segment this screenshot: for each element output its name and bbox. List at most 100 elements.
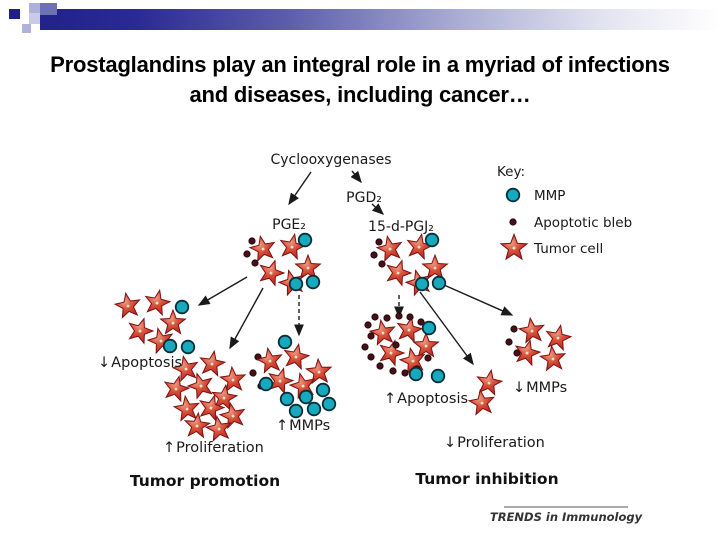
effect-label: Apoptosis xyxy=(111,355,182,371)
deco-square xyxy=(22,24,31,33)
mmp-icon xyxy=(505,187,521,203)
inhibition-proliferation-cluster xyxy=(467,367,504,416)
mmp-icon xyxy=(297,232,313,248)
pgj2-cluster xyxy=(370,231,448,297)
pge2-cluster xyxy=(243,231,321,297)
apoptotic-bleb-icon xyxy=(406,313,414,321)
decrease-arrow-icon: ↓ xyxy=(513,380,525,396)
slide-title: Prostaglandins play an integral role in … xyxy=(0,50,720,110)
outcome-tumor-promotion: Tumor promotion xyxy=(130,472,280,490)
deco-square xyxy=(29,3,40,13)
increase-arrow-icon: ↑ xyxy=(163,440,175,456)
legend-bleb-label: Apoptotic bleb xyxy=(534,215,632,231)
deco-square xyxy=(9,9,20,19)
tumor-cell-icon xyxy=(474,367,504,396)
tumor-cell-icon xyxy=(543,322,574,352)
mmp-icon xyxy=(424,232,440,248)
mmp-icon xyxy=(277,334,293,350)
journal-credit: TRENDS in Immunology xyxy=(490,510,643,524)
apoptotic-bleb-icon xyxy=(510,325,518,333)
tumor-cell-icon xyxy=(413,332,439,357)
mmp-icon xyxy=(315,382,331,398)
node-pge2: PGE₂ xyxy=(272,217,306,233)
effect-inhibition-apoptosis: ↑Apoptosis xyxy=(384,391,468,407)
tumor-cell-icon xyxy=(295,254,321,279)
mmp-icon xyxy=(421,320,437,336)
pathway-arrows xyxy=(197,170,514,366)
mmp-icon xyxy=(298,389,314,405)
apoptotic-bleb-icon xyxy=(505,338,513,346)
tumor-cell-icon xyxy=(160,372,192,403)
promotion-apoptosis-cluster xyxy=(113,287,196,355)
tumor-cell-icon xyxy=(197,348,227,377)
mmp-icon xyxy=(288,403,304,419)
mmp-icon xyxy=(414,276,430,292)
arrow-cox-to-pgd2 xyxy=(350,170,362,184)
effect-promotion-mmps: ↑MMPs xyxy=(276,418,330,434)
node-cyclooxygenases: Cyclooxygenases xyxy=(270,152,391,168)
promotion-mmps-cluster xyxy=(249,334,337,419)
mmp-icon xyxy=(279,391,295,407)
arrow-pgj2-to-proliferation xyxy=(419,291,474,366)
effect-label: MMPs xyxy=(526,380,567,396)
apoptotic-bleb-icon xyxy=(367,353,375,361)
tumor-cell-icon xyxy=(142,287,173,317)
legend: Key: MMP Apoptotic bleb Tumor cell xyxy=(497,164,632,260)
arrow-cox-to-pge2 xyxy=(288,171,312,206)
apoptotic-bleb-icon xyxy=(389,367,397,375)
deco-square xyxy=(40,15,57,30)
inhibition-apoptosis-cluster xyxy=(361,312,446,384)
decrease-arrow-icon: ↓ xyxy=(444,435,456,451)
arrow-pge2-to-apoptosis xyxy=(197,276,248,306)
tumor-cell-icon xyxy=(500,233,528,260)
mmp-icon xyxy=(162,338,178,354)
apoptotic-bleb-icon xyxy=(370,251,378,259)
apoptotic-bleb-icon xyxy=(364,321,372,329)
mmp-icon xyxy=(174,299,190,315)
effect-promotion-proliferation: ↑Proliferation xyxy=(163,440,264,456)
effect-label: MMPs xyxy=(289,418,330,434)
deco-square xyxy=(29,13,40,24)
apoptotic-bleb-icon xyxy=(424,354,432,362)
tumor-cell-icon xyxy=(219,365,247,393)
mmp-icon xyxy=(430,368,446,384)
arrow-pge2-to-proliferation xyxy=(229,287,264,350)
node-15d-pgj2: 15-d-PGJ₂ xyxy=(368,219,434,235)
mmp-icon xyxy=(258,376,274,392)
mmp-icon xyxy=(431,275,447,291)
apoptotic-bleb-icon xyxy=(378,260,386,268)
apoptotic-bleb-icon xyxy=(251,259,259,267)
arrow-pgd2-to-pgj2 xyxy=(371,203,385,215)
tumor-cell-icon xyxy=(113,290,143,319)
mmp-icon xyxy=(408,366,424,382)
effect-label: Proliferation xyxy=(457,435,545,451)
apoptotic-bleb-icon xyxy=(361,343,369,351)
effect-label: Proliferation xyxy=(176,440,264,456)
apoptotic-bleb-icon xyxy=(367,332,375,340)
effect-label: Apoptosis xyxy=(397,391,468,407)
legend-title: Key: xyxy=(497,164,525,180)
apoptotic-bleb-icon xyxy=(248,237,256,245)
legend-tumor-label: Tumor cell xyxy=(533,241,603,257)
apoptotic-bleb-icon xyxy=(243,250,251,258)
inhibition-mmps-cluster xyxy=(505,315,574,372)
arrow-pgj2-to-mmps xyxy=(443,284,514,316)
legend-mmp-label: MMP xyxy=(534,188,565,204)
increase-arrow-icon: ↑ xyxy=(384,391,396,407)
header-gradient-bar xyxy=(57,9,720,30)
increase-arrow-icon: ↑ xyxy=(276,418,288,434)
outcome-tumor-inhibition: Tumor inhibition xyxy=(415,470,558,488)
apoptotic-bleb-icon xyxy=(249,369,257,377)
apoptotic-bleb-icon xyxy=(395,312,403,320)
mmp-icon xyxy=(288,276,304,292)
mmp-icon xyxy=(321,396,337,412)
node-pgd2: PGD₂ xyxy=(346,190,382,206)
tumor-cell-icon xyxy=(374,233,405,263)
deco-square xyxy=(40,3,57,15)
tumor-cell-icon xyxy=(517,315,547,344)
tumor-cell-icon xyxy=(422,254,448,279)
mmp-icon xyxy=(180,339,196,355)
slide-title-line1: Prostaglandins play an integral role in … xyxy=(50,52,670,77)
